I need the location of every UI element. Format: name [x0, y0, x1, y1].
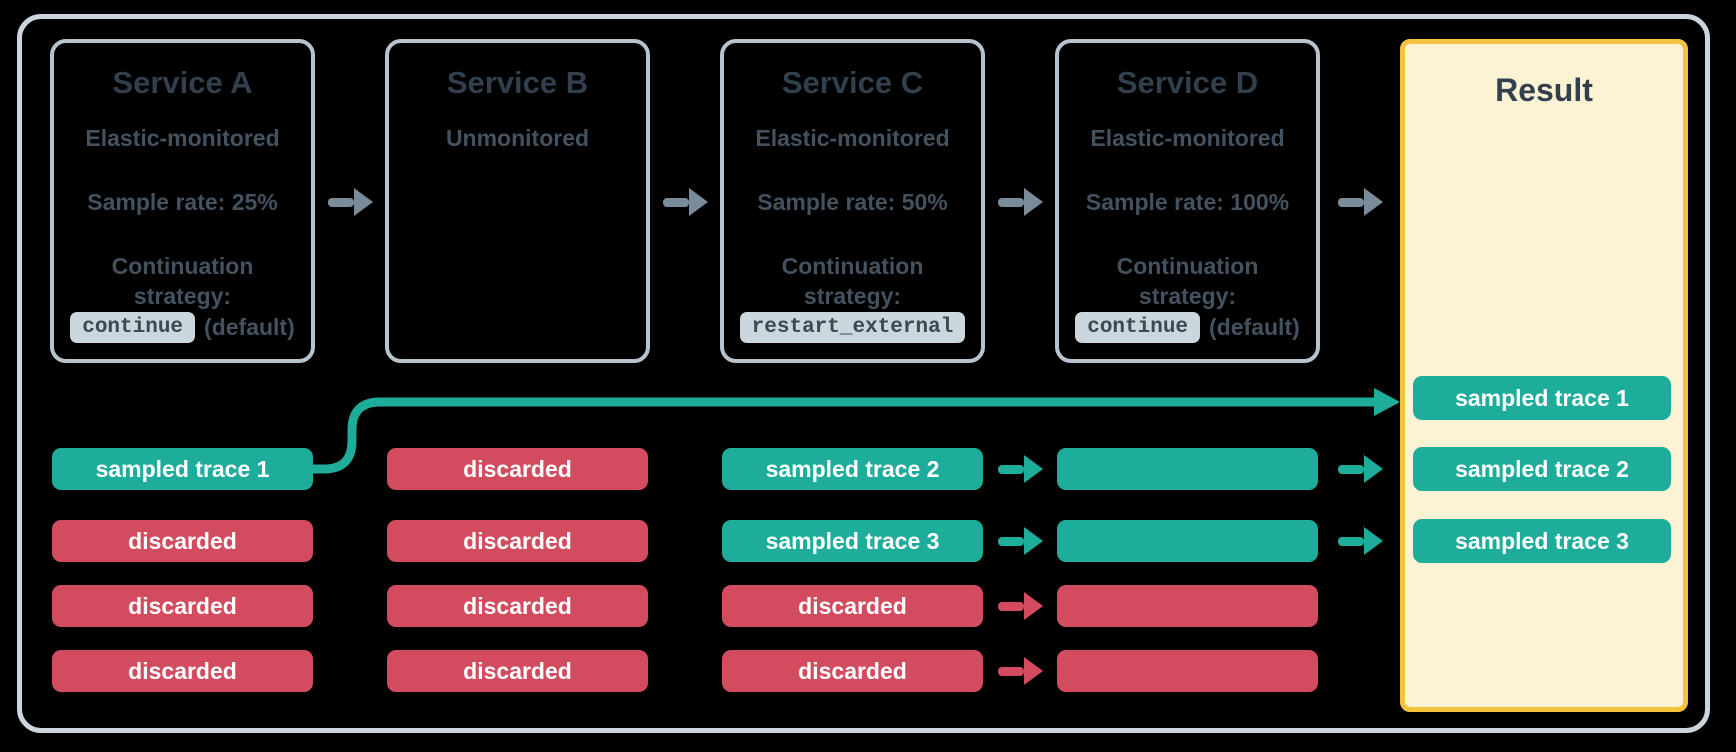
trace-pill: discarded: [52, 650, 313, 692]
row-arrow-icon: [1338, 455, 1383, 483]
service-box-b: Service B Unmonitored: [385, 39, 650, 363]
row-arrow-icon: [998, 455, 1043, 483]
strategy-default-suffix: (default): [1209, 314, 1300, 340]
flow-arrow-icon: [998, 188, 1043, 216]
trace-pill: sampled trace 1: [52, 448, 313, 490]
continuation-strategy-label: Continuation strategy:: [781, 253, 924, 309]
trace-pill: discarded: [52, 585, 313, 627]
trace-pill: [1057, 585, 1318, 627]
result-pill: sampled trace 2: [1413, 447, 1671, 491]
trace-pill: [1057, 520, 1318, 562]
trace-pill: discarded: [722, 650, 983, 692]
trace-pill: [1057, 650, 1318, 692]
trace-pill: sampled trace 2: [722, 448, 983, 490]
flow-arrow-icon: [663, 188, 708, 216]
continuation-strategy-label: Continuation strategy:: [111, 253, 254, 309]
service-title: Service C: [781, 65, 924, 100]
service-subtitle: Elastic-monitored: [1090, 125, 1285, 151]
trace-pill: [1057, 448, 1318, 490]
trace-pill: sampled trace 3: [722, 520, 983, 562]
service-subtitle: Unmonitored: [445, 125, 590, 151]
row-arrow-icon: [998, 527, 1043, 555]
diagram-frame: [17, 14, 1710, 733]
strategy-value-row: continue (default): [1059, 312, 1316, 343]
trace-pill: discarded: [387, 650, 648, 692]
trace-pill: discarded: [387, 448, 648, 490]
service-box-c: Service C Elastic-monitored Sample rate:…: [720, 39, 985, 363]
flow-arrow-icon: [328, 188, 373, 216]
result-pill: sampled trace 1: [1413, 376, 1671, 420]
sample-rate-label: Sample rate: 100%: [1085, 189, 1290, 215]
row-arrow-icon: [998, 657, 1043, 685]
trace-pill: discarded: [387, 520, 648, 562]
strategy-value-row: restart_external: [724, 312, 981, 343]
sample-rate-label: Sample rate: 50%: [757, 189, 948, 215]
service-box-a: Service A Elastic-monitored Sample rate:…: [50, 39, 315, 363]
row-arrow-icon: [1338, 527, 1383, 555]
result-title: Result: [1495, 72, 1593, 108]
strategy-default-suffix: (default): [204, 314, 295, 340]
flow-arrow-icon: [1338, 188, 1383, 216]
result-panel: Result: [1400, 39, 1688, 712]
service-title: Service D: [1116, 65, 1259, 100]
sample-rate-label: Sample rate: 25%: [87, 189, 278, 215]
service-subtitle: Elastic-monitored: [755, 125, 950, 151]
result-pill: sampled trace 3: [1413, 519, 1671, 563]
row-arrow-icon: [998, 592, 1043, 620]
trace-pill: discarded: [722, 585, 983, 627]
service-title: Service B: [446, 65, 589, 100]
trace-pill: discarded: [52, 520, 313, 562]
strategy-code-chip: restart_external: [739, 312, 966, 343]
strategy-value-row: continue (default): [54, 312, 311, 343]
service-title: Service A: [112, 65, 253, 100]
strategy-code-chip: continue: [70, 312, 196, 343]
service-subtitle: Elastic-monitored: [85, 125, 280, 151]
continuation-strategy-label: Continuation strategy:: [1116, 253, 1259, 309]
strategy-code-chip: continue: [1075, 312, 1201, 343]
trace-pill: discarded: [387, 585, 648, 627]
service-box-d: Service D Elastic-monitored Sample rate:…: [1055, 39, 1320, 363]
